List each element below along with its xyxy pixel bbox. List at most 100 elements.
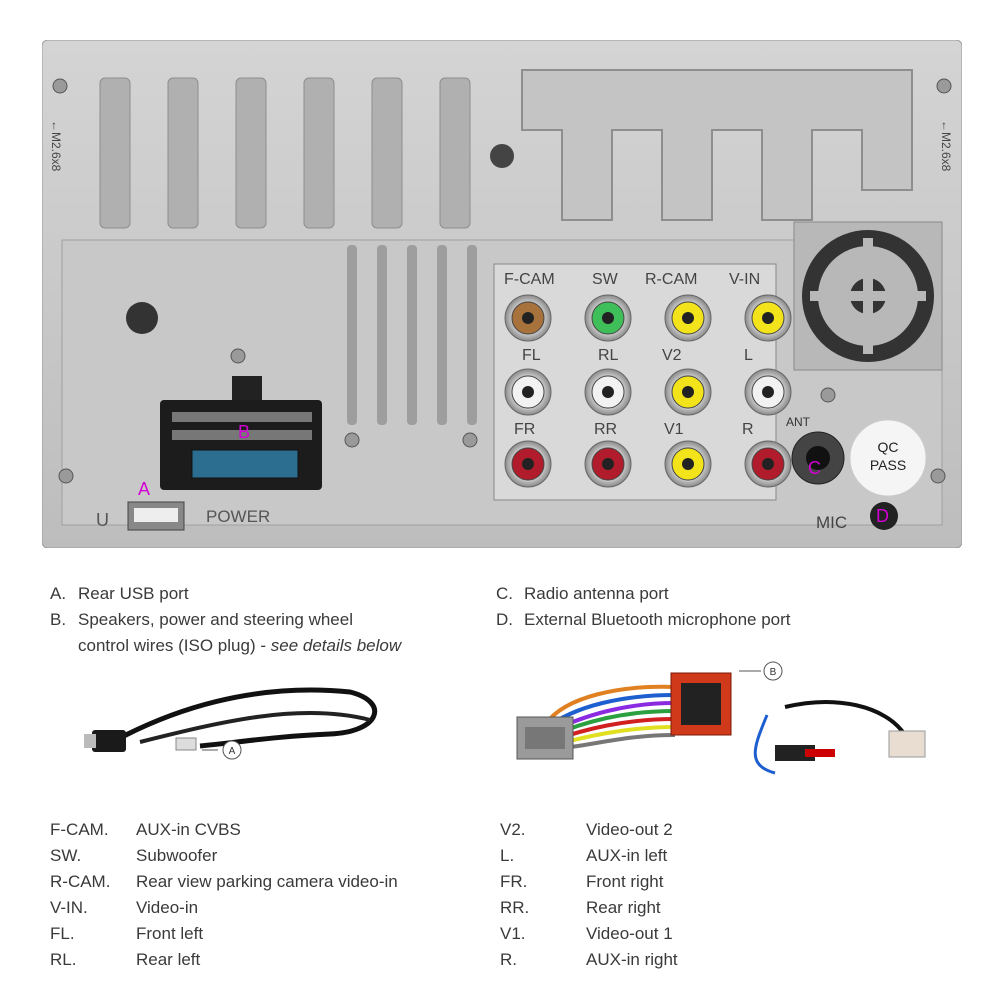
legend-b-line2: control wires (ISO plug) - see details b… — [78, 636, 401, 656]
rca-jack — [744, 440, 792, 488]
rca-jack — [744, 294, 792, 342]
label-ant: ANT — [786, 415, 811, 429]
legend-a: A. Rear USB port — [50, 584, 189, 604]
label-r: R — [742, 421, 754, 438]
abbreviation-row: L. AUX-in left — [500, 846, 667, 866]
marker-a: A — [138, 479, 150, 499]
marker-b: B — [238, 422, 250, 442]
abbreviation: FR. — [500, 872, 528, 891]
rca-jack — [584, 440, 632, 488]
center-slots — [347, 245, 477, 425]
abbreviation-description: AUX-in CVBS — [136, 820, 241, 839]
abbreviation-description: Front left — [136, 924, 204, 943]
legend-text: Radio antenna port — [524, 584, 669, 603]
label-r-cam: R-CAM — [645, 271, 697, 288]
callout-a: A — [229, 746, 236, 757]
abbreviation-row: R-CAM.Rear view parking camera video-in — [50, 872, 398, 892]
abbreviation-description: Video-out 2 — [586, 820, 673, 839]
label-v2: V2 — [662, 347, 682, 364]
abbreviation-row: FL. Front left — [50, 924, 203, 944]
label-mic: MIC — [816, 513, 847, 532]
label-power: POWER — [206, 507, 270, 526]
fan-vent — [793, 221, 943, 371]
abbreviation: V-IN. — [50, 898, 88, 917]
hole — [126, 302, 158, 334]
rca-jack — [504, 368, 552, 416]
heatsink-pattern — [521, 69, 913, 221]
legend-text: control wires (ISO plug) - — [78, 636, 271, 655]
legend-b: B. Speakers, power and steering wheel — [50, 610, 353, 630]
qc-text: QC — [878, 439, 899, 455]
abbreviation-description: Subwoofer — [136, 846, 218, 865]
iso-harness-image: B — [516, 661, 926, 775]
rca-jack — [584, 294, 632, 342]
legend-d: D. External Bluetooth microphone port — [496, 610, 791, 630]
abbreviation-description: Front right — [586, 872, 664, 891]
abbreviation: F-CAM. — [50, 820, 109, 839]
legend-key: C. — [496, 584, 513, 603]
abbreviation-row: R. AUX-in right — [500, 950, 678, 970]
label-rr: RR — [594, 421, 617, 438]
abbreviation: FL. — [50, 924, 75, 943]
abbreviation-row: RL. Rear left — [50, 950, 200, 970]
hole — [490, 144, 514, 168]
label-fl: FL — [522, 347, 541, 364]
callout-b: B — [770, 667, 777, 678]
abbreviation: V1. — [500, 924, 526, 943]
mic-port — [870, 502, 898, 530]
label-sw: SW — [592, 271, 619, 288]
abbreviation: V2. — [500, 820, 526, 839]
legend-key: D. — [496, 610, 513, 629]
rca-jack — [584, 368, 632, 416]
abbreviation: R. — [500, 950, 517, 969]
abbreviation-row: V1. Video-out 1 — [500, 924, 673, 944]
legend-emphasis: see details below — [270, 636, 402, 655]
legend-key: A. — [50, 584, 67, 603]
abbreviation-row: SW. Subwoofer — [50, 846, 217, 866]
abbreviation-description: AUX-in left — [586, 846, 668, 865]
abbreviation-row: V2. Video-out 2 — [500, 820, 673, 840]
side-marking-left: ←M2.6x8 — [49, 120, 63, 172]
usb-cable-image: A — [84, 687, 378, 760]
abbreviation-row: RR. Rear right — [500, 898, 661, 918]
label-v1: V1 — [664, 421, 684, 438]
label-fr: FR — [514, 421, 535, 438]
abbreviation: L. — [500, 846, 515, 865]
rca-jack — [504, 440, 552, 488]
legend-text: External Bluetooth microphone port — [524, 610, 791, 629]
legend-key: B. — [50, 610, 67, 629]
label-f-cam: F-CAM — [504, 271, 555, 288]
abbreviation: RR. — [500, 898, 530, 917]
rca-jack — [744, 368, 792, 416]
abbreviation-description: Rear right — [586, 898, 661, 917]
label-v-in: V-IN — [729, 271, 760, 288]
legend-c: C. Radio antenna port — [496, 584, 669, 604]
abbreviation-description: Video-out 1 — [586, 924, 673, 943]
vent-slots — [99, 77, 471, 229]
rca-jack — [664, 368, 712, 416]
pass-text: PASS — [870, 457, 906, 473]
rca-jack — [504, 294, 552, 342]
abbreviation-row: V-IN. Video-in — [50, 898, 198, 918]
rca-jack — [664, 440, 712, 488]
label-rl: RL — [598, 347, 619, 364]
abbreviation-row: F-CAM. AUX-in CVBS — [50, 820, 241, 840]
side-marking-right: ←M2.6x8 — [939, 120, 953, 172]
rear-panel-diagram: ←M2.6x8 ←M2.6x8 B A U POWER F-CAM SW R-C… — [42, 40, 962, 548]
qc-sticker — [849, 419, 927, 497]
abbreviation: R-CAM. — [50, 872, 111, 891]
abbreviation: SW. — [50, 846, 82, 865]
abbreviation-description: Video-in — [136, 898, 199, 917]
label-l: L — [744, 347, 753, 364]
label-u: U — [96, 510, 109, 530]
iso-connector — [160, 376, 322, 490]
abbreviation-description: Rear left — [136, 950, 201, 969]
abbreviation-description: AUX-in right — [586, 950, 678, 969]
marker-d: D — [876, 506, 889, 526]
legend-text: Speakers, power and steering wheel — [78, 610, 353, 629]
marker-c: C — [808, 458, 821, 478]
abbreviation: RL. — [50, 950, 77, 969]
rca-jack — [664, 294, 712, 342]
legend-text: Rear USB port — [78, 584, 189, 603]
rca-jacks — [504, 294, 792, 488]
